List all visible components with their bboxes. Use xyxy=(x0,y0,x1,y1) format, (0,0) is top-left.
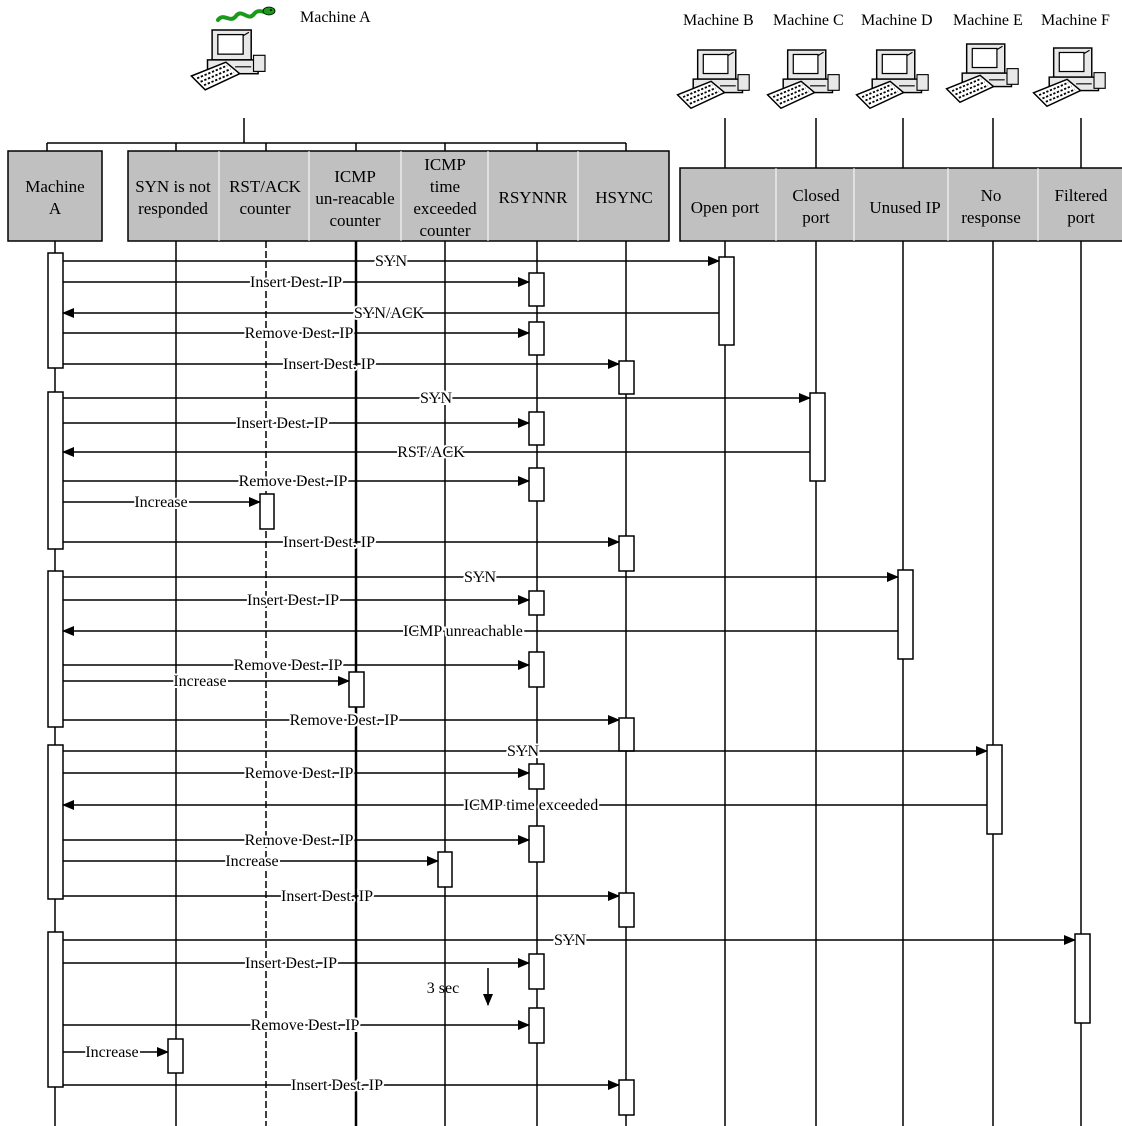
message-label: Insert Dest. IP xyxy=(250,274,342,291)
message-rst-ack: RST/ACK xyxy=(62,442,810,463)
message-label: SYN xyxy=(507,743,539,760)
machine-d-label: Machine D xyxy=(861,12,933,29)
message-label: Insert Dest. IP xyxy=(247,592,339,609)
message-increase: Increase xyxy=(63,1042,169,1063)
message-remove-dest-ip: Remove Dest. IP xyxy=(63,830,530,851)
message-label: Insert Dest. IP xyxy=(281,888,373,905)
activation-boxes xyxy=(47,252,1091,1116)
column-header-label: Unused IP xyxy=(869,198,940,217)
message-insert-dest-ip: Insert Dest. IP xyxy=(63,272,530,293)
column-header-label: port xyxy=(802,208,830,227)
header-boxes xyxy=(7,150,1122,242)
message-syn: SYN xyxy=(63,567,899,588)
column-header-label: RSYNNR xyxy=(499,188,569,207)
message-label: Remove Dest. IP xyxy=(290,712,399,729)
column-header-label: time xyxy=(430,177,460,196)
message-label: Remove Dest. IP xyxy=(239,473,348,490)
message-insert-dest-ip: Insert Dest. IP xyxy=(63,953,530,974)
column-header-label: ICMP xyxy=(424,155,466,174)
computer-icon xyxy=(190,29,266,91)
message-label: Insert Dest. IP xyxy=(245,955,337,972)
message-insert-dest-ip: Insert Dest. IP xyxy=(63,532,620,553)
message-insert-dest-ip: Insert Dest. IP xyxy=(63,1075,620,1096)
column-header-label: counter xyxy=(330,211,381,230)
column-header-label: A xyxy=(49,199,62,218)
message-remove-dest-ip: Remove Dest. IP xyxy=(63,471,530,492)
message-syn: SYN xyxy=(63,251,720,272)
message-label: SYN xyxy=(464,569,496,586)
column-header-label: No xyxy=(981,186,1002,205)
delay-label: 3 sec xyxy=(427,980,459,997)
computer-icon xyxy=(766,49,841,110)
message-label: Increase xyxy=(173,673,226,690)
machine-b-label: Machine B xyxy=(683,12,754,29)
computer-icon xyxy=(945,43,1020,104)
message-insert-dest-ip: Insert Dest. IP xyxy=(63,354,620,375)
message-increase: Increase xyxy=(63,671,350,692)
message-increase: Increase xyxy=(63,851,439,872)
column-header-label: RST/ACK xyxy=(229,177,302,196)
column-header-label: Closed xyxy=(792,186,840,205)
message-label: Increase xyxy=(85,1044,138,1061)
message-label: ICMP unreachable xyxy=(403,623,523,640)
message-increase: Increase xyxy=(63,492,261,513)
machine-e-label: Machine E xyxy=(953,12,1023,29)
message-remove-dest-ip: Remove Dest. IP xyxy=(63,763,530,784)
column-header-label: Machine xyxy=(25,177,84,196)
message-label: Insert Dest. IP xyxy=(283,534,375,551)
column-header-label: HSYNC xyxy=(595,188,653,207)
column-header-label: response xyxy=(961,208,1020,227)
computer-icon xyxy=(1032,47,1107,108)
message-remove-dest-ip: Remove Dest. IP xyxy=(63,655,530,676)
column-header-label: exceeded xyxy=(413,199,477,218)
column-header-label: ICMP xyxy=(334,167,376,186)
message-label: SYN xyxy=(375,253,407,270)
message-remove-dest-ip: Remove Dest. IP xyxy=(63,323,530,344)
column-header-label: Open port xyxy=(691,198,760,217)
message-label: Insert Dest. IP xyxy=(236,415,328,432)
computer-icon xyxy=(676,49,751,110)
machine-a-label: Machine A xyxy=(300,9,371,26)
message-label: Insert Dest. IP xyxy=(283,356,375,373)
message-label: SYN xyxy=(554,932,586,949)
message-syn-ack: SYN/ACK xyxy=(62,303,719,324)
message-syn: SYN xyxy=(63,930,1076,951)
machine-f-label: Machine F xyxy=(1041,12,1110,29)
message-label: ICMP time exceeded xyxy=(464,797,598,814)
column-header-label: SYN is not xyxy=(135,177,211,196)
network-bus xyxy=(46,118,1082,168)
snake-icon xyxy=(216,6,276,22)
machine-c-label: Machine C xyxy=(773,12,844,29)
message-label: Remove Dest. IP xyxy=(251,1017,360,1034)
message-label: Increase xyxy=(134,494,187,511)
column-header-label: counter xyxy=(240,199,291,218)
message-insert-dest-ip: Insert Dest. IP xyxy=(63,413,530,434)
message-label: SYN/ACK xyxy=(354,305,425,322)
message-label: Remove Dest. IP xyxy=(245,765,354,782)
message-label: Increase xyxy=(225,853,278,870)
message-insert-dest-ip: Insert Dest. IP xyxy=(63,886,620,907)
message-syn: SYN xyxy=(63,741,988,762)
computer-icon xyxy=(855,49,930,110)
column-header-label: counter xyxy=(420,221,471,240)
column-header-label: responded xyxy=(138,199,208,218)
message-remove-dest-ip: Remove Dest. IP xyxy=(63,710,620,731)
message-icmp-unreachable: ICMP unreachable xyxy=(62,621,898,642)
message-label: SYN xyxy=(420,390,452,407)
message-label: Remove Dest. IP xyxy=(245,832,354,849)
message-label: RST/ACK xyxy=(397,444,465,461)
column-header-label: port xyxy=(1067,208,1095,227)
message-label: Remove Dest. IP xyxy=(245,325,354,342)
message-icmp-time-exceeded: ICMP time exceeded xyxy=(62,795,987,816)
column-header-label: Filtered xyxy=(1055,186,1108,205)
message-label: Insert Dest. IP xyxy=(291,1077,383,1094)
message-syn: SYN xyxy=(63,388,811,409)
message-remove-dest-ip: Remove Dest. IP xyxy=(63,1015,530,1036)
message-label: Remove Dest. IP xyxy=(234,657,343,674)
column-header-label: un-reacable xyxy=(315,189,394,208)
message-insert-dest-ip: Insert Dest. IP xyxy=(63,590,530,611)
